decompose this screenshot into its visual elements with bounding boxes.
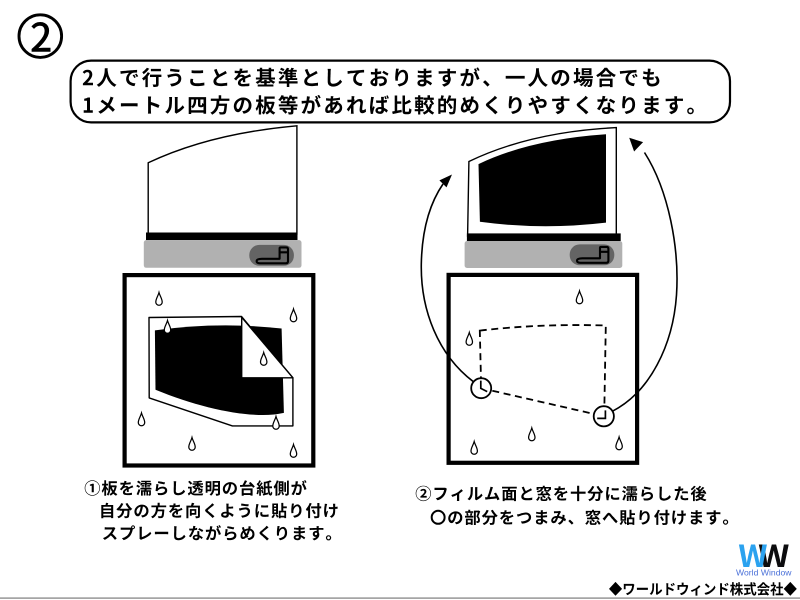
svg-text:World Window: World Window bbox=[736, 568, 792, 578]
